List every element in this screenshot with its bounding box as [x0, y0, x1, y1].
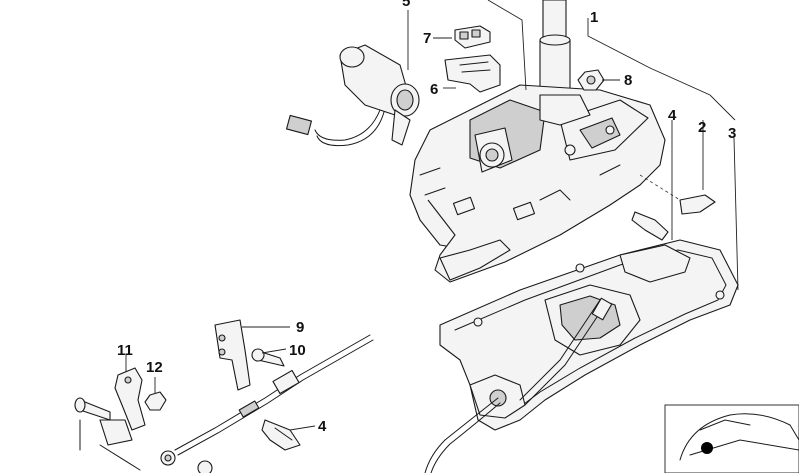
solenoid-actuator: [286, 44, 420, 147]
location-marker: [701, 442, 713, 454]
callouts: 1 2 3 4 4 5 6 7 8 9 10 11 12: [117, 0, 736, 435]
callout-1: 1: [590, 9, 598, 26]
spring-clip-lower: [261, 419, 301, 451]
hex-nut: [577, 69, 605, 91]
callout-2: 2: [698, 119, 706, 136]
vehicle-locator-thumbnail: [664, 404, 799, 473]
base-tray: [424, 239, 739, 473]
clevis-link: [79, 419, 141, 471]
connector-plug: [454, 25, 491, 49]
washer-nut: [144, 391, 167, 411]
mounting-bracket: [214, 319, 251, 391]
callout-4-upper: 4: [668, 107, 677, 124]
callout-5: 5: [402, 0, 410, 10]
callout-10: 10: [289, 342, 306, 359]
callout-7: 7: [423, 30, 431, 47]
callout-6: 6: [430, 81, 438, 98]
callout-9: 9: [296, 319, 304, 336]
callout-4-lower: 4: [318, 418, 327, 435]
shift-cable: [174, 334, 374, 456]
pivot-bolt: [74, 397, 111, 421]
leader-lines: [125, 0, 739, 431]
callout-8: 8: [624, 72, 632, 89]
callout-12: 12: [146, 359, 163, 376]
callout-3: 3: [728, 125, 736, 142]
spring-clip-upper: [631, 211, 669, 241]
lever-arm: [114, 367, 146, 431]
small-fittings: [160, 450, 213, 473]
shifter-housing: [409, 0, 666, 283]
bolt: [251, 348, 285, 367]
retainer-clip: [444, 54, 501, 93]
small-bracket: [639, 174, 716, 215]
callout-11: 11: [117, 342, 133, 359]
